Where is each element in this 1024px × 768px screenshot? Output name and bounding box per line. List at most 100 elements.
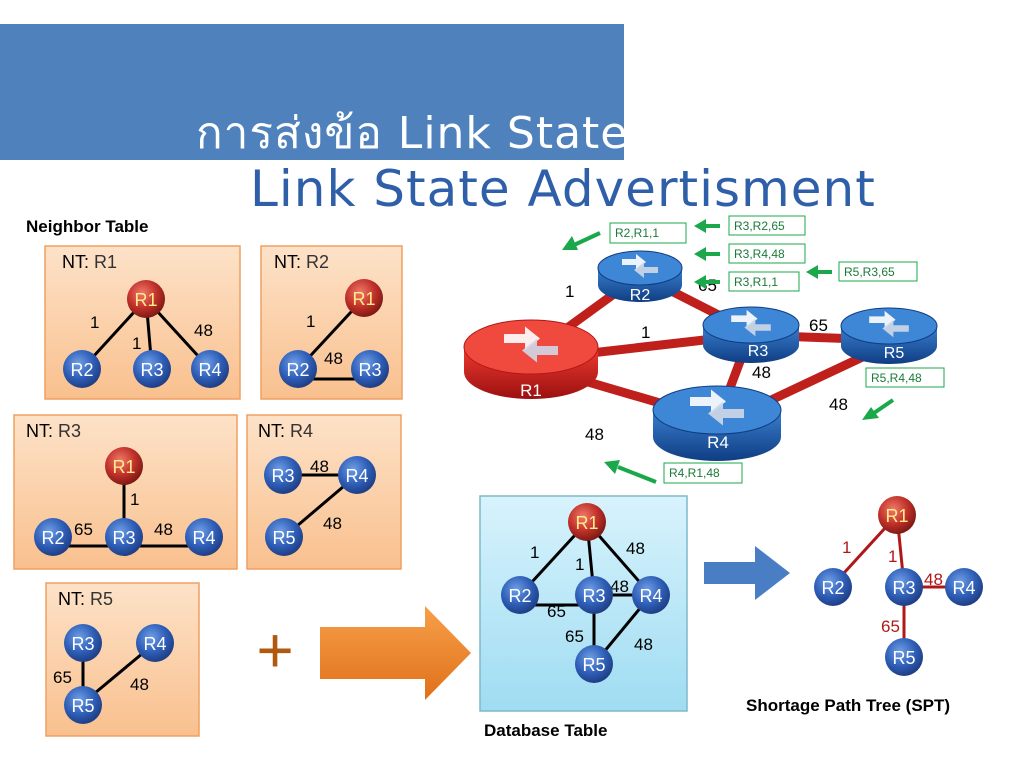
cost-label: 1 — [888, 547, 897, 566]
node-label: R2 — [286, 360, 309, 380]
cost-label: 48 — [626, 539, 645, 558]
nt-router: R4 — [290, 421, 313, 441]
cost-label: 1 — [641, 323, 650, 342]
nt-prefix: NT: — [26, 421, 53, 441]
node-label: R3 — [140, 360, 163, 380]
node-r3 — [64, 624, 102, 662]
node-label: R3 — [892, 578, 915, 598]
node-r1 — [345, 279, 383, 317]
cost-label: 1 — [530, 543, 539, 562]
lsa-label: R4,R1,48 — [669, 466, 720, 480]
node-r3 — [351, 350, 389, 388]
plus-sign: + — [256, 614, 293, 686]
node-label: R4 — [192, 528, 215, 548]
node-label: R3 — [582, 586, 605, 606]
cost-label: 48 — [130, 675, 149, 694]
lsa-label: R3,R4,48 — [734, 247, 785, 261]
cost-label: 48 — [829, 395, 848, 414]
node-label: R1 — [112, 457, 135, 477]
cost-label: 65 — [809, 316, 828, 335]
node-r3 — [105, 518, 143, 556]
cost-label: 65 — [547, 602, 566, 621]
svg-text:NT:R1: NT:R1 — [62, 252, 117, 272]
cost-label: 48 — [924, 570, 943, 589]
node-r1 — [568, 503, 606, 541]
cost-label: 48 — [752, 363, 771, 382]
node-r5 — [885, 638, 923, 676]
cost-label: 1 — [130, 490, 139, 509]
router-r5: R5 — [840, 307, 938, 364]
node-label: R5 — [582, 655, 605, 675]
spt-tree: 1 1 48 65 R1 R2 R3 R4 R5 — [814, 496, 983, 676]
lsa-label: R3,R1,1 — [734, 275, 778, 289]
cost-label: 48 — [154, 520, 173, 539]
node-r2 — [501, 576, 539, 614]
cost-label: 1 — [575, 555, 584, 574]
node-r4 — [191, 350, 229, 388]
node-r3 — [885, 568, 923, 606]
cost-label: 1 — [132, 334, 141, 353]
node-r2 — [34, 518, 72, 556]
orange-arrow — [320, 606, 471, 700]
nt-router: R5 — [90, 589, 113, 609]
node-r2 — [63, 350, 101, 388]
neighbor-table-r4: NT:R4 48 48 R3 R4 R5 — [246, 414, 402, 570]
nt-prefix: NT: — [258, 421, 285, 441]
nt-prefix: NT: — [62, 252, 89, 272]
neighbor-table-r5: NT:R5 65 48 R3 R4 R5 — [45, 582, 200, 737]
cost-label: 48 — [194, 321, 213, 340]
router-label: R4 — [707, 433, 729, 452]
node-label: R4 — [143, 634, 166, 654]
cost-label: 1 — [306, 312, 315, 331]
node-label: R3 — [71, 634, 94, 654]
router-r1: R1 — [463, 319, 599, 400]
router-label: R2 — [630, 287, 651, 304]
cost-label: 48 — [634, 635, 653, 654]
node-label: R3 — [112, 528, 135, 548]
node-r1 — [127, 280, 165, 318]
header-bar — [0, 24, 624, 160]
node-r1 — [105, 447, 143, 485]
router-r4: R4 — [652, 385, 782, 461]
spt-caption: Shortage Path Tree (SPT) — [746, 696, 950, 715]
lsa-arrows — [562, 219, 895, 484]
node-r4 — [945, 568, 983, 606]
node-label: R4 — [345, 466, 368, 486]
node-label: R2 — [41, 528, 64, 548]
nt-prefix: NT: — [58, 589, 85, 609]
cost-label: 48 — [323, 514, 342, 533]
cost-label: 1 — [565, 282, 574, 301]
svg-text:NT:R3: NT:R3 — [26, 421, 81, 441]
node-r5 — [575, 645, 613, 683]
page-title: Link State Advertisment — [250, 160, 876, 218]
svg-text:NT:R4: NT:R4 — [258, 421, 313, 441]
node-r4 — [338, 456, 376, 494]
node-label: R4 — [639, 586, 662, 606]
lsa-label: R5,R4,48 — [871, 371, 922, 385]
cost-label: 48 — [610, 577, 629, 596]
database-table-caption: Database Table — [484, 721, 607, 740]
neighbor-table-r2: NT:R2 1 48 R1 R2 R3 — [260, 245, 403, 400]
node-label: R2 — [70, 360, 93, 380]
node-label: R2 — [508, 586, 531, 606]
router-label: R3 — [748, 343, 769, 360]
nt-router: R2 — [306, 252, 329, 272]
node-label: R5 — [272, 528, 295, 548]
node-r1 — [878, 496, 916, 534]
cost-label: 1 — [90, 313, 99, 332]
cost-label: 65 — [74, 520, 93, 539]
neighbor-table-r1: NT:R1 1 1 48 R1 R2 R3 R4 — [44, 245, 241, 400]
node-r5 — [64, 686, 102, 724]
router-r3: R3 — [702, 306, 800, 363]
router-label: R1 — [520, 381, 542, 400]
node-label: R1 — [575, 513, 598, 533]
node-label: R1 — [885, 506, 908, 526]
cost-label: 65 — [881, 617, 900, 636]
lsa-label: R3,R2,65 — [734, 219, 785, 233]
node-r5 — [265, 518, 303, 556]
router-r2: R2 — [597, 250, 683, 304]
node-r4 — [136, 624, 174, 662]
cost-label: 48 — [310, 457, 329, 476]
node-r3 — [133, 350, 171, 388]
